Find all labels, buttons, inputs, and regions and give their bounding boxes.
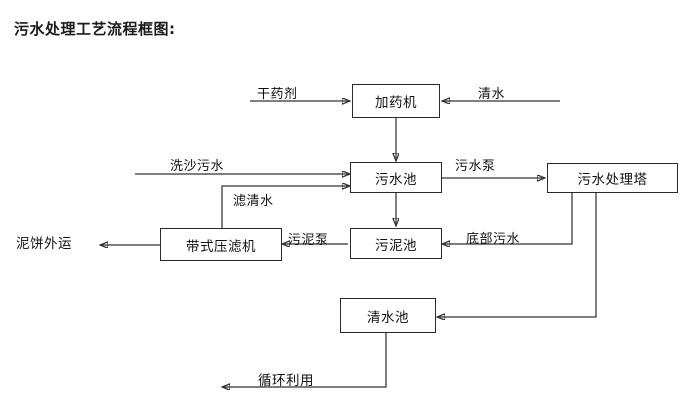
label-sewage-pump: 污水泵 bbox=[455, 159, 496, 174]
edge-filtered-water-to-sewage bbox=[221, 186, 350, 228]
edge-clear-to-recycle bbox=[222, 333, 387, 387]
label-sludge-pump: 污泥泵 bbox=[288, 233, 329, 248]
node-sewage-pool[interactable]: 污水池 bbox=[350, 162, 442, 193]
label-bottom-sewage: 底部污水 bbox=[466, 232, 521, 247]
node-sludge-pool-label: 污泥池 bbox=[375, 237, 417, 254]
node-dosing-machine[interactable]: 加药机 bbox=[352, 84, 440, 118]
node-clear-water-pool[interactable]: 清水池 bbox=[340, 298, 436, 333]
node-clear-water-pool-label: 清水池 bbox=[367, 309, 409, 326]
node-sewage-pool-label: 污水池 bbox=[375, 171, 417, 188]
label-mud-cake-out: 泥饼外运 bbox=[16, 236, 72, 252]
label-sand-wash-sewage: 洗沙污水 bbox=[170, 159, 225, 174]
node-treatment-tower[interactable]: 污水处理塔 bbox=[547, 163, 678, 193]
label-clean-water: 清水 bbox=[478, 87, 506, 102]
label-dry-agent: 干药剂 bbox=[257, 87, 298, 102]
label-filtered-water: 滤清水 bbox=[233, 194, 274, 209]
node-belt-filter-press-label: 带式压滤机 bbox=[186, 238, 256, 255]
node-dosing-machine-label: 加药机 bbox=[375, 95, 417, 111]
node-sludge-pool[interactable]: 污泥池 bbox=[350, 228, 442, 259]
edge-tower-to-clear bbox=[437, 193, 597, 317]
edge-tower-to-sludge bbox=[442, 193, 573, 244]
page-title: 污水处理工艺流程框图: bbox=[14, 20, 176, 38]
label-recycle-use: 循环利用 bbox=[258, 373, 314, 389]
node-treatment-tower-label: 污水处理塔 bbox=[577, 172, 648, 188]
node-belt-filter-press[interactable]: 带式压滤机 bbox=[160, 228, 282, 261]
